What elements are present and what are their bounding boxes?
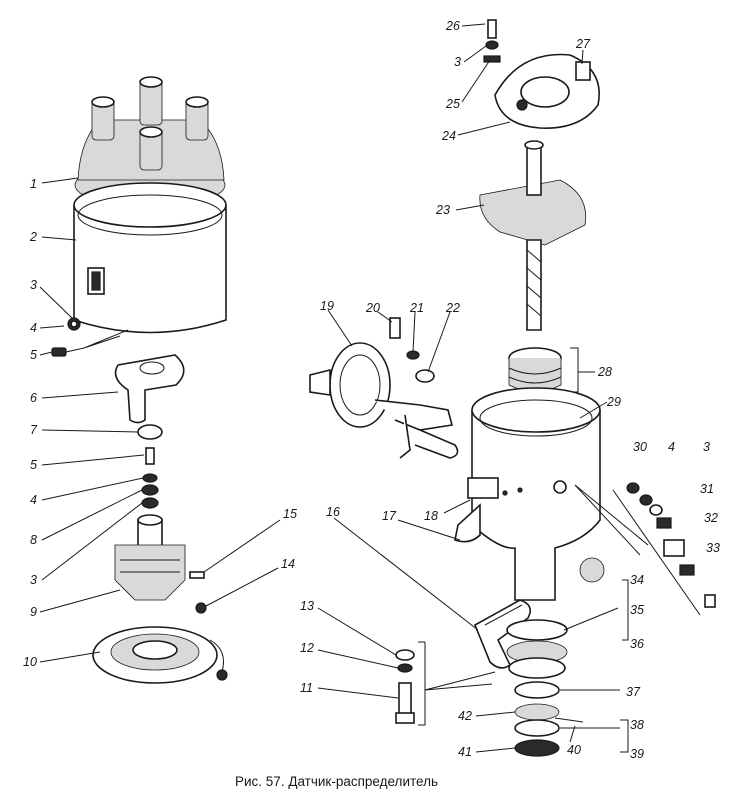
label-2: 2 [29, 230, 37, 244]
label-16: 16 [326, 505, 340, 519]
label-4c: 4 [668, 440, 675, 454]
label-14: 14 [281, 557, 295, 571]
label-18: 18 [424, 509, 438, 523]
label-7: 7 [30, 423, 38, 437]
shield-housing [73, 182, 227, 334]
label-4: 4 [30, 321, 37, 335]
label-9: 9 [30, 605, 37, 619]
label-41: 41 [458, 745, 472, 759]
plate-screw-set [189, 571, 207, 614]
label-8: 8 [30, 533, 37, 547]
label-26: 26 [445, 19, 460, 33]
label-19: 19 [320, 299, 334, 313]
felt-washer [137, 424, 163, 440]
label-20: 20 [365, 301, 380, 315]
left-screw-set [51, 317, 85, 357]
center-screw-set [141, 447, 159, 509]
label-35: 35 [630, 603, 644, 617]
label-4b: 4 [30, 493, 37, 507]
label-38: 38 [630, 718, 644, 732]
label-40: 40 [567, 743, 581, 757]
label-5: 5 [30, 348, 37, 362]
label-23: 23 [435, 203, 450, 217]
figure-caption: Рис. 57. Датчик-распределитель [235, 774, 438, 789]
label-17: 17 [382, 509, 397, 523]
label-12: 12 [300, 641, 314, 655]
label-42: 42 [458, 709, 472, 723]
label-3c: 3 [454, 55, 461, 69]
rotor [114, 354, 185, 424]
octane-corrector [473, 599, 531, 669]
terminal-parts [574, 482, 716, 616]
distributor-housing [454, 387, 605, 601]
leader-lines [39, 23, 629, 753]
vacuum-unit [309, 317, 459, 459]
regulator-plate [479, 140, 587, 331]
label-13: 13 [300, 599, 314, 613]
label-22: 22 [445, 301, 460, 315]
label-24: 24 [441, 129, 456, 143]
label-3d: 3 [703, 440, 710, 454]
label-5b: 5 [30, 458, 37, 472]
cam-assembly [114, 514, 186, 601]
breaker-plate [92, 626, 228, 684]
label-32: 32 [704, 511, 718, 525]
label-29: 29 [606, 395, 621, 409]
bushing-28 [508, 347, 595, 393]
top-plate [483, 19, 600, 129]
lower-shaft-parts [506, 619, 629, 757]
label-34: 34 [630, 573, 644, 587]
label-27: 27 [575, 37, 591, 51]
label-11: 11 [300, 681, 313, 695]
label-3: 3 [30, 278, 37, 292]
bolt-set [395, 641, 496, 726]
label-25: 25 [445, 97, 460, 111]
label-28: 28 [597, 365, 612, 379]
label-21: 21 [409, 301, 424, 315]
label-10: 10 [23, 655, 37, 669]
label-39: 39 [630, 747, 644, 761]
label-30: 30 [633, 440, 647, 454]
label-33: 33 [706, 541, 720, 555]
label-1: 1 [30, 177, 37, 191]
label-36: 36 [630, 637, 644, 651]
label-3b: 3 [30, 573, 37, 587]
label-15: 15 [283, 507, 297, 521]
label-6: 6 [30, 391, 37, 405]
label-31: 31 [700, 482, 714, 496]
label-37: 37 [626, 685, 641, 699]
